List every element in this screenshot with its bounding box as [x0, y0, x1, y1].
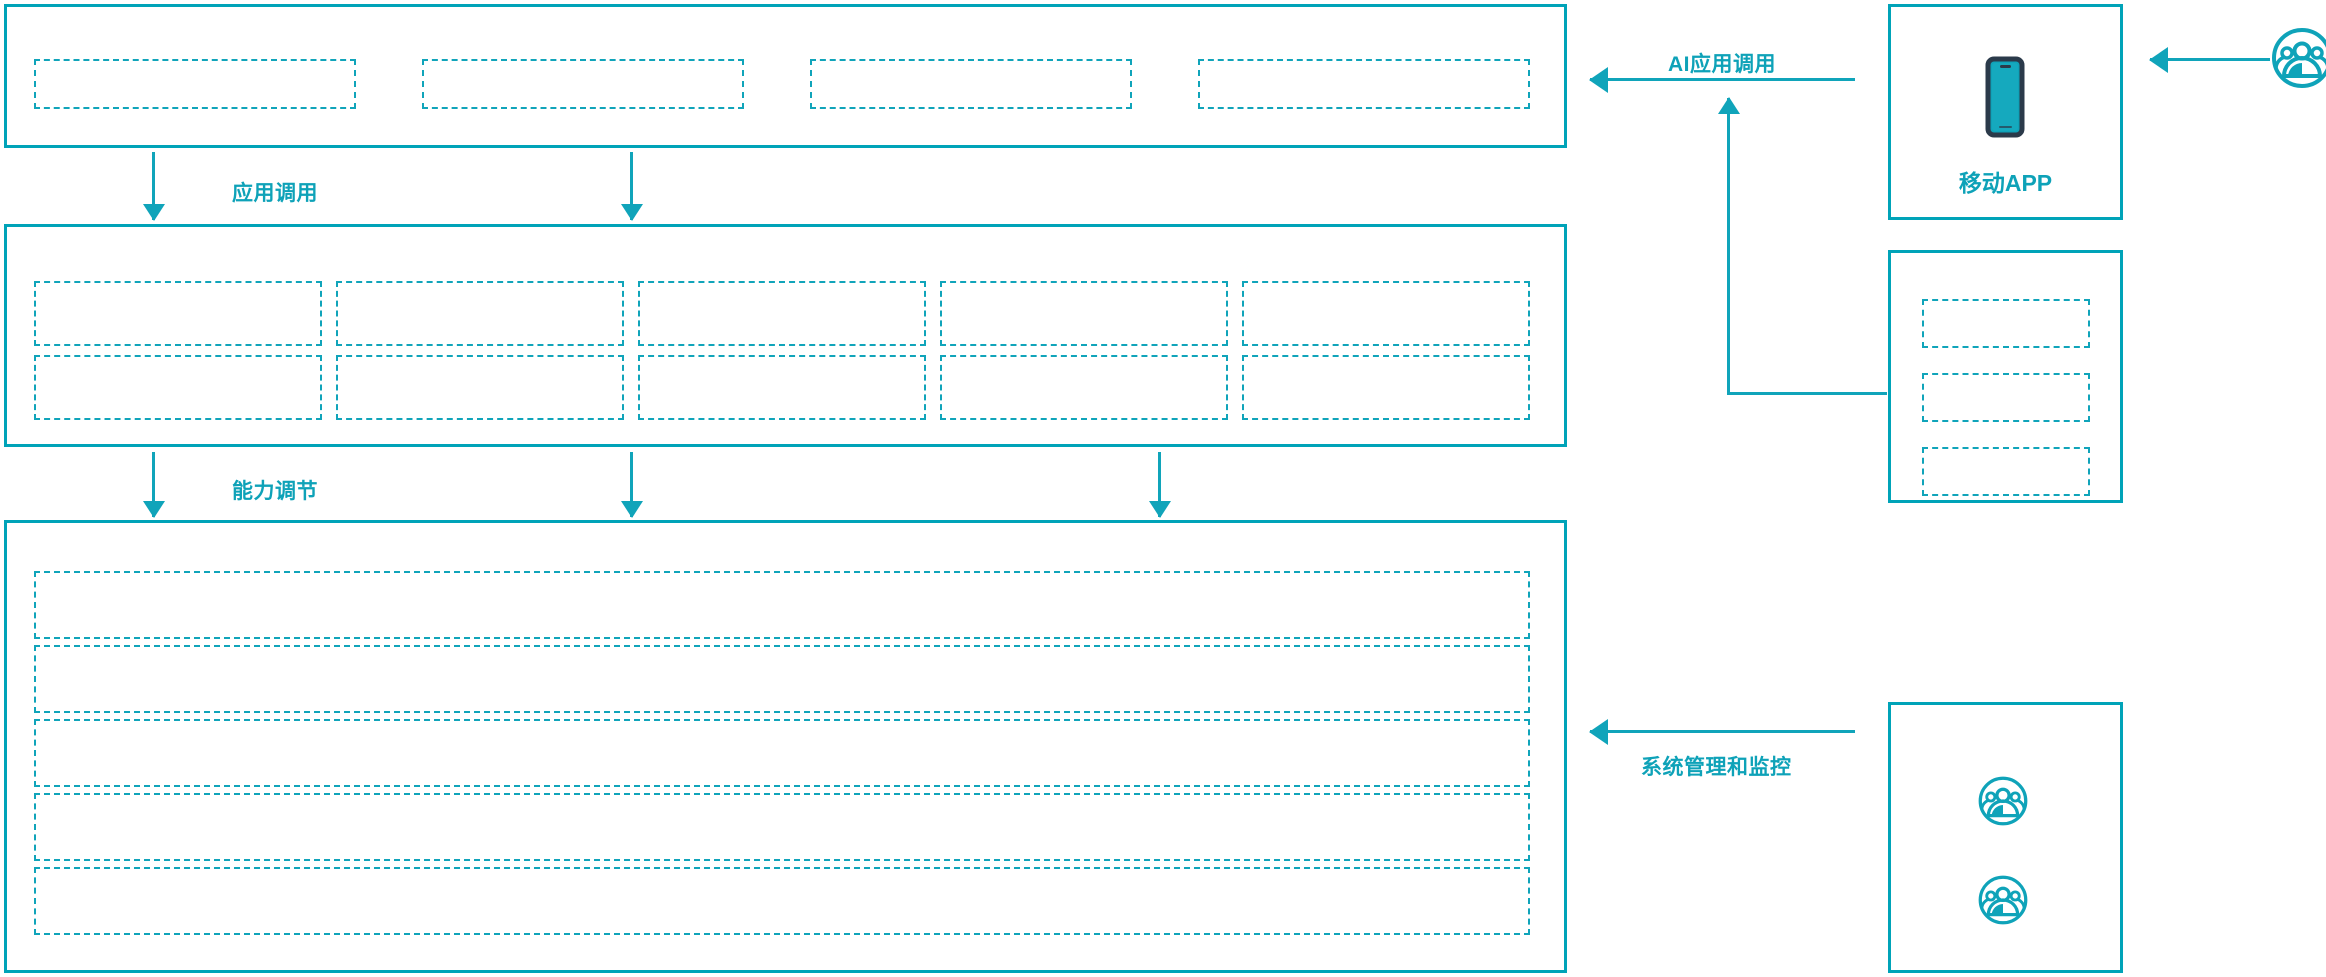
- service-panel: [1888, 250, 2123, 503]
- capability-adjust-arrow-3: [1158, 452, 1161, 517]
- app-invoke-label: 应用调用: [232, 182, 318, 205]
- ops-user-group-icon-1: [1977, 775, 2029, 827]
- external-user-to-mobile-arrow: [2150, 58, 2270, 61]
- platform-layer-panel: [4, 520, 1567, 973]
- cap-r2-c4[interactable]: [940, 355, 1228, 420]
- ai-app-invoke-arrow: [1590, 78, 1855, 81]
- cap-r1-c2[interactable]: [336, 281, 624, 346]
- app-invoke-arrow-2: [630, 152, 633, 220]
- system-manage-monitor-arrow: [1590, 730, 1855, 733]
- cap-r1-c3[interactable]: [638, 281, 926, 346]
- svc-box-3[interactable]: [1922, 447, 2090, 496]
- cap-r2-c2[interactable]: [336, 355, 624, 420]
- app-box-1[interactable]: [34, 59, 356, 109]
- plat-row-1[interactable]: [34, 571, 1530, 639]
- cap-r2-c5[interactable]: [1242, 355, 1530, 420]
- app-box-4[interactable]: [1198, 59, 1530, 109]
- app-invoke-arrow-1: [152, 152, 155, 220]
- capability-adjust-arrow-1: [152, 452, 155, 517]
- capability-adjust-arrow-2: [630, 452, 633, 517]
- app-box-3[interactable]: [810, 59, 1132, 109]
- svc-box-2[interactable]: [1922, 373, 2090, 422]
- plat-row-2[interactable]: [34, 645, 1530, 713]
- mobile-app-label: 移动APP: [1958, 170, 2053, 196]
- smartphone-icon: [1982, 55, 2030, 140]
- operations-panel: [1888, 702, 2123, 973]
- plat-row-4[interactable]: [34, 793, 1530, 861]
- cap-r2-c3[interactable]: [638, 355, 926, 420]
- cap-r1-c5[interactable]: [1242, 281, 1530, 346]
- external-user-group-icon: [2270, 26, 2326, 90]
- system-manage-monitor-label: 系统管理和监控: [1641, 756, 1792, 779]
- plat-row-5[interactable]: [34, 867, 1530, 935]
- ops-user-group-icon-2: [1977, 874, 2029, 926]
- plat-row-3[interactable]: [34, 719, 1530, 787]
- ai-app-invoke-label: AI应用调用: [1668, 53, 1776, 76]
- app-box-2[interactable]: [422, 59, 744, 109]
- cap-r1-c4[interactable]: [940, 281, 1228, 346]
- svc-box-1[interactable]: [1922, 299, 2090, 348]
- cap-r2-c1[interactable]: [34, 355, 322, 420]
- service-to-ai-invoke-connector: [1727, 392, 1887, 395]
- cap-r1-c1[interactable]: [34, 281, 322, 346]
- service-to-ai-invoke-arrow: [1727, 98, 1730, 395]
- capability-layer-panel: [4, 224, 1567, 447]
- application-layer-panel: [4, 4, 1567, 148]
- capability-adjust-label: 能力调节: [232, 480, 318, 503]
